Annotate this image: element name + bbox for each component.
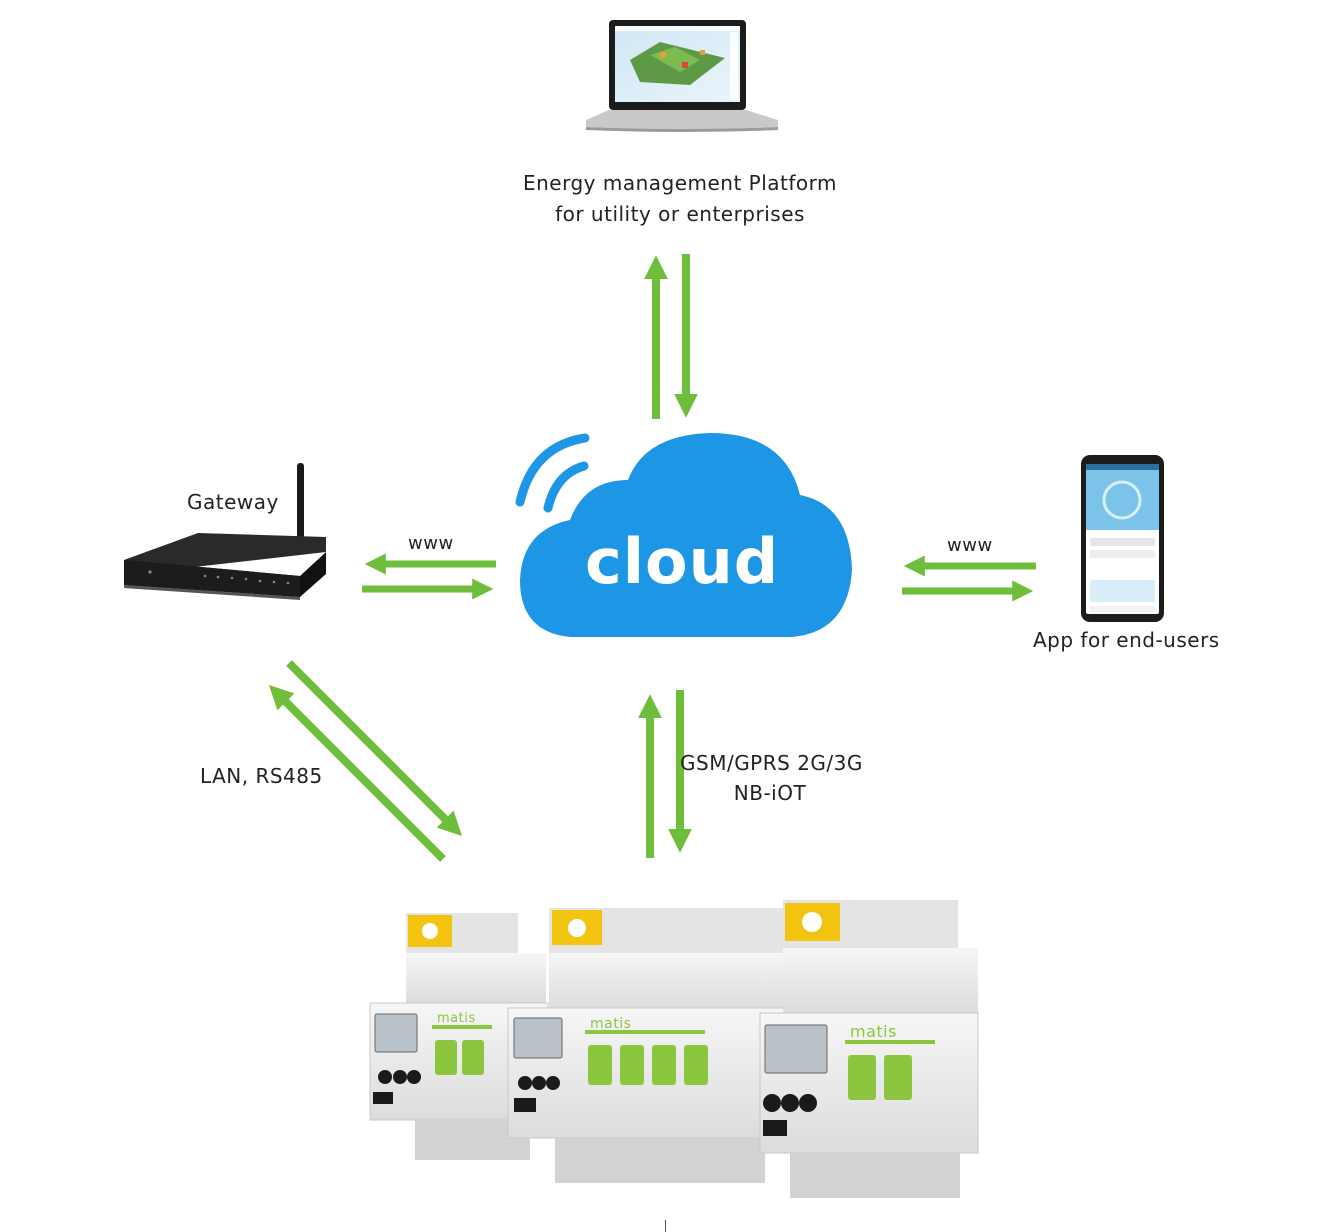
gateway-label: Gateway xyxy=(187,490,279,514)
www-label-app: www xyxy=(947,535,993,556)
bottom-tick-mark xyxy=(665,1220,666,1232)
smart-breaker-3 xyxy=(759,900,979,1198)
device-brand-3: matis xyxy=(850,1022,897,1041)
www-label-gateway: www xyxy=(408,533,454,554)
device-brand-2: matis xyxy=(590,1016,632,1032)
smart-breaker-2 xyxy=(507,908,785,1183)
gsm-label-line1: GSM/GPRS 2G/3G xyxy=(680,751,863,775)
arrow-gateway-cloud xyxy=(362,553,496,600)
app-label: App for end-users xyxy=(1033,628,1220,652)
device-brand-1: matis xyxy=(437,1011,476,1026)
arrow-platform-cloud xyxy=(644,254,698,419)
platform-label-line2: for utility or enterprises xyxy=(555,202,805,226)
smartphone-icon xyxy=(1081,455,1164,622)
gsm-label: GSM/GPRS 2G/3G NB-iOT xyxy=(680,748,863,808)
arrow-down-right xyxy=(286,660,463,837)
wifi-signal-icon xyxy=(515,433,590,513)
arrow-cloud-app xyxy=(902,555,1036,602)
platform-label-line1: Energy management Platform xyxy=(522,171,838,195)
smart-breaker-devices xyxy=(369,900,979,1198)
arrow-gateway-devices xyxy=(268,660,463,862)
router-icon xyxy=(124,463,326,600)
laptop-icon xyxy=(586,20,778,132)
lan-label: LAN, RS485 xyxy=(200,764,323,788)
arrow-cloud-devices xyxy=(638,690,692,858)
cloud-icon xyxy=(520,433,852,637)
platform-label: Energy management Platform for utility o… xyxy=(520,168,840,230)
gsm-label-line2: NB-iOT xyxy=(733,781,807,805)
arrow-up-left xyxy=(268,684,446,862)
cloud-label: cloud xyxy=(585,525,780,598)
